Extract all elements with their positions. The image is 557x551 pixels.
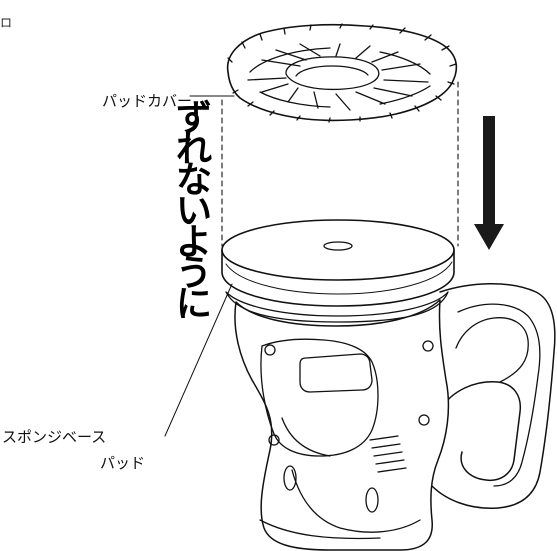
alignment-guides xyxy=(221,81,459,247)
sponge-base-label: スポンジベース xyxy=(2,428,107,446)
sponge-base-pad xyxy=(221,219,455,323)
arrow-down-icon xyxy=(474,116,504,250)
sponge-base-label-line2: パッド xyxy=(100,454,146,472)
corner-mark: ロ xyxy=(0,16,13,30)
pad-cover-illustration xyxy=(226,23,458,123)
polisher-body xyxy=(234,283,556,551)
sponge-base-leader xyxy=(164,283,233,437)
no-slip-notice: ずれないように xyxy=(175,98,212,325)
pad-cover-label: パッドカバー xyxy=(102,92,193,110)
